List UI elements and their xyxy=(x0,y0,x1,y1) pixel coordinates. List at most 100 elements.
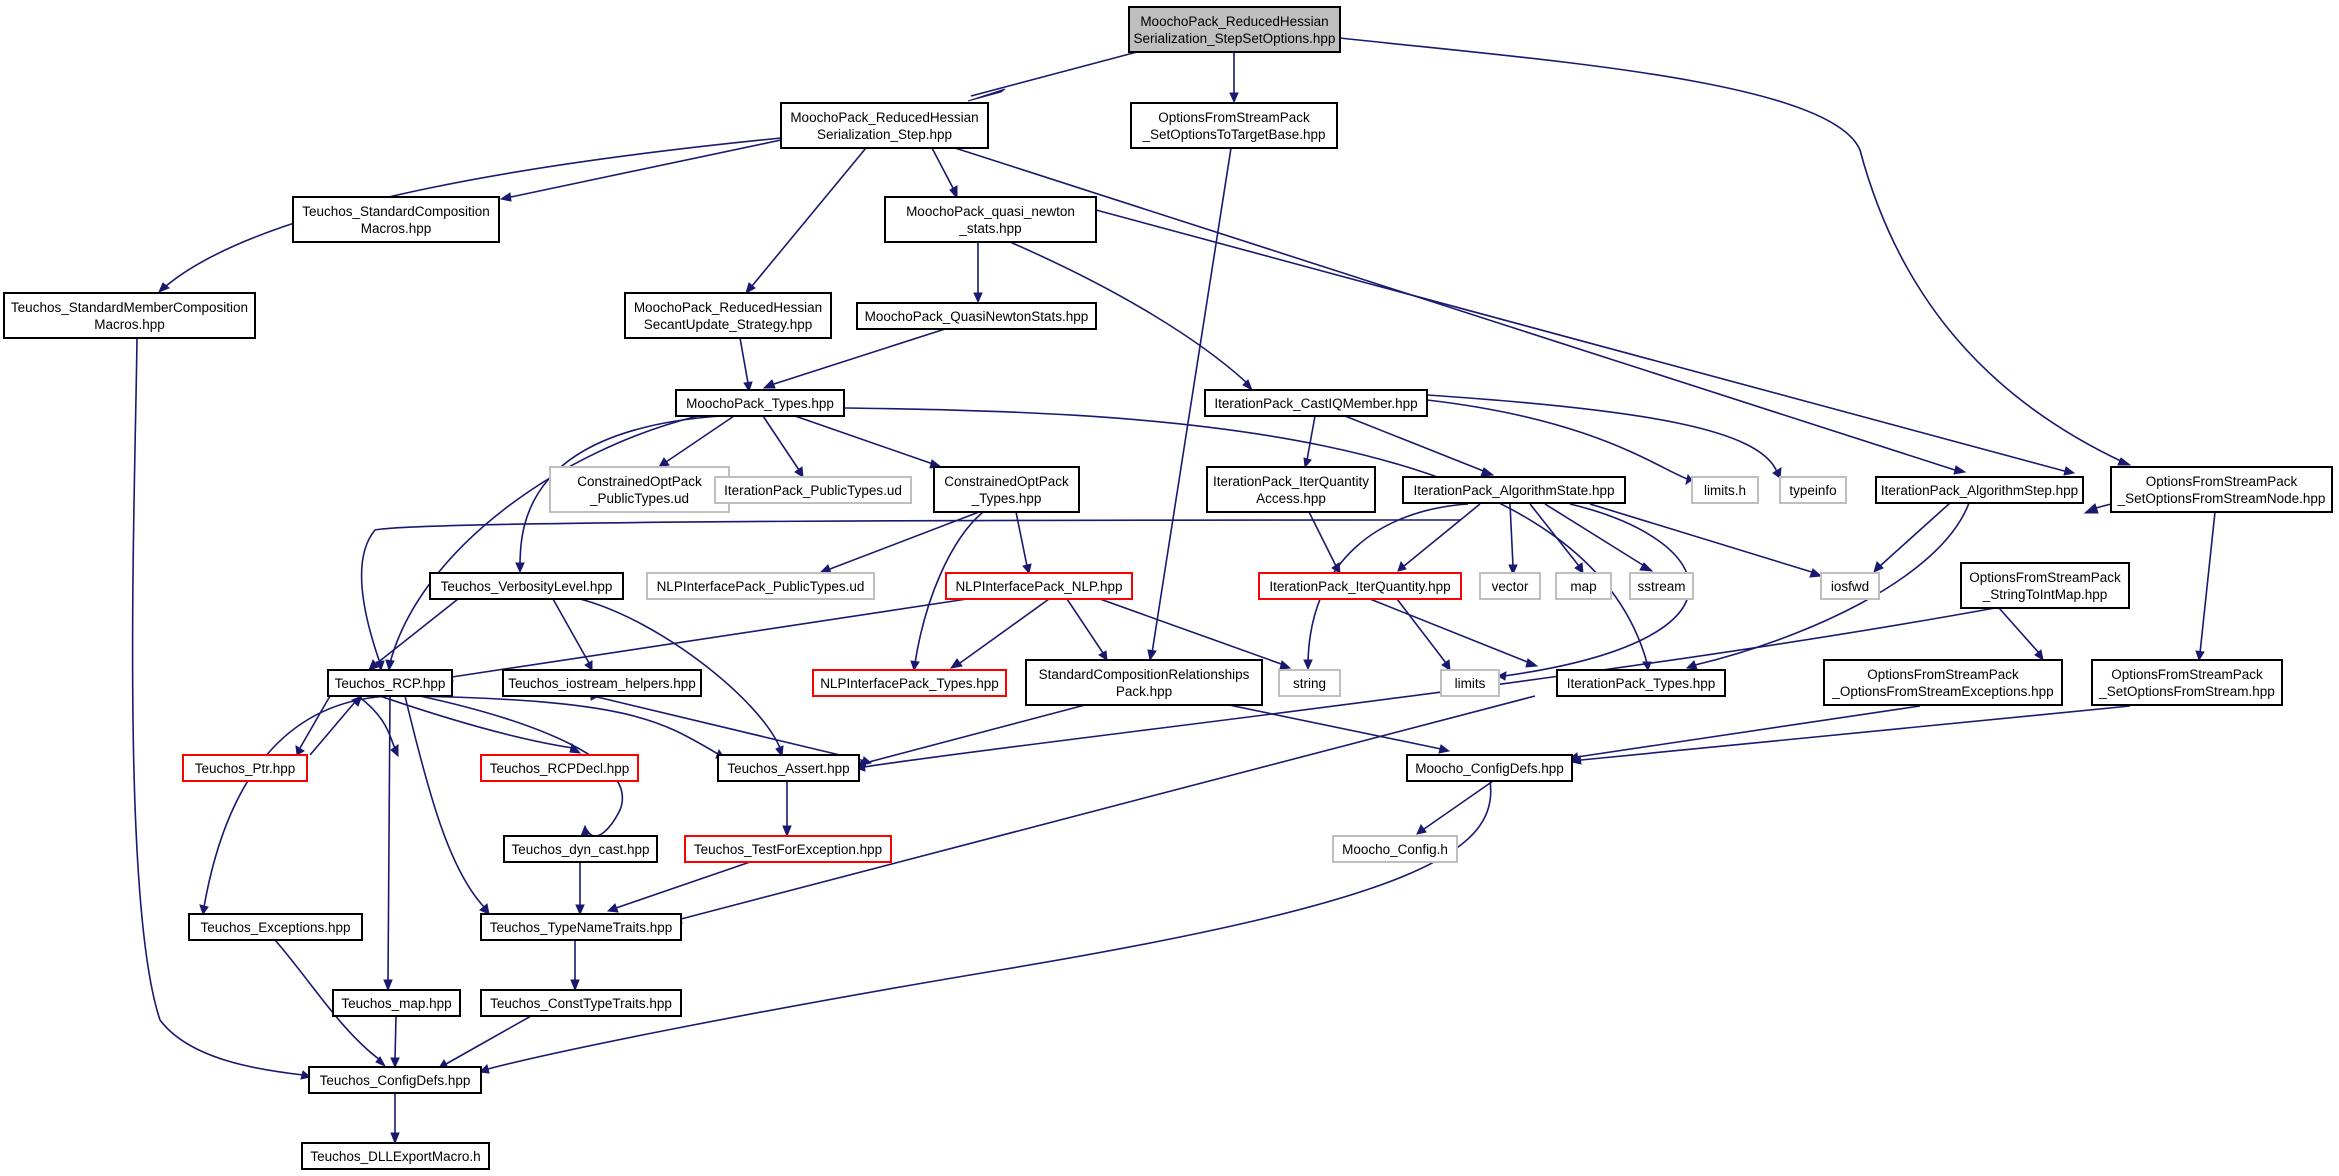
file-node-moocho-config[interactable]: Moocho_Config.h xyxy=(1332,835,1458,863)
dependency-edge xyxy=(404,695,490,915)
file-node-vector[interactable]: vector xyxy=(1479,572,1541,600)
file-node-rcp-decl[interactable]: Teuchos_RCPDecl.hpp xyxy=(480,754,639,782)
node-label-line: OptionsFromStreamPack xyxy=(1867,667,2019,682)
file-node-typeinfo[interactable]: typeinfo xyxy=(1779,476,1847,504)
file-node-limits[interactable]: limits xyxy=(1440,669,1500,697)
file-node-cop-pub[interactable]: ConstrainedOptPack_PublicTypes.ud xyxy=(549,466,730,513)
edge-line xyxy=(863,607,1996,768)
node-label-line: _stats.hpp xyxy=(958,221,1021,236)
file-node-rcp[interactable]: Teuchos_RCP.hpp xyxy=(327,669,453,697)
node-label-line: Pack.hpp xyxy=(1116,684,1172,699)
file-node-iostream-helpers[interactable]: Teuchos_iostream_helpers.hpp xyxy=(502,669,702,697)
node-box xyxy=(1402,476,1626,504)
file-node-nlp-types[interactable]: NLPInterfacePack_Types.hpp xyxy=(812,669,1007,697)
file-node-root[interactable]: MoochoPack_ReducedHessianSerialization_S… xyxy=(1128,6,1341,53)
edge-line xyxy=(829,511,980,570)
node-box xyxy=(3,292,256,339)
edge-arrowhead xyxy=(575,904,585,916)
edge-line xyxy=(843,407,1648,664)
file-node-configdefs[interactable]: Teuchos_ConfigDefs.hpp xyxy=(308,1066,482,1094)
edge-line xyxy=(357,695,396,749)
file-node-const-type[interactable]: Teuchos_ConstTypeTraits.hpp xyxy=(480,989,682,1017)
dependency-edge xyxy=(515,415,721,574)
file-node-type-name[interactable]: Teuchos_TypeNameTraits.hpp xyxy=(480,913,682,941)
node-label-line: ConstrainedOptPack xyxy=(944,474,1069,489)
file-node-moocho-configdefs[interactable]: Moocho_ConfigDefs.hpp xyxy=(1406,754,1573,782)
edge-arrowhead xyxy=(158,282,170,293)
dependency-edge xyxy=(1228,704,1451,754)
file-node-rhs-step[interactable]: MoochoPack_ReducedHessianSerialization_S… xyxy=(780,102,989,149)
file-node-dyn-cast[interactable]: Teuchos_dyn_cast.hpp xyxy=(503,835,658,863)
node-label-line: IterationPack_AlgorithmStep.hpp xyxy=(1881,483,2078,498)
node-box xyxy=(480,913,682,941)
edge-line xyxy=(1403,503,1481,567)
file-node-nlp[interactable]: NLPInterfacePack_NLP.hpp xyxy=(945,572,1133,600)
edge-line xyxy=(1423,780,1494,830)
file-node-sstream[interactable]: sstream xyxy=(1629,572,1694,600)
edge-arrowhead xyxy=(580,824,590,837)
file-node-assert[interactable]: Teuchos_Assert.hpp xyxy=(717,754,860,782)
file-node-alg-step[interactable]: IterationPack_AlgorithmStep.hpp xyxy=(1875,476,2084,504)
node-box xyxy=(503,835,658,863)
edge-line xyxy=(1580,705,2131,761)
edge-line xyxy=(309,701,356,756)
file-node-string[interactable]: string xyxy=(1278,669,1341,697)
edge-line xyxy=(165,137,782,287)
file-node-iq-member[interactable]: IterationPack_CastIQMember.hpp xyxy=(1204,389,1428,417)
file-node-ofs-set[interactable]: OptionsFromStreamPack_SetOptionsFromStre… xyxy=(2091,659,2283,706)
dependency-edge xyxy=(1416,780,1494,835)
file-node-teuchos-map[interactable]: Teuchos_map.hpp xyxy=(332,989,461,1017)
file-node-qn-stats-h[interactable]: MoochoPack_quasi_newton_stats.hpp xyxy=(884,196,1097,243)
file-node-alg-state[interactable]: IterationPack_AlgorithmState.hpp xyxy=(1402,476,1626,504)
file-node-string-to-int[interactable]: OptionsFromStreamPack_StringToIntMap.hpp xyxy=(1960,562,2130,609)
edge-line xyxy=(864,704,1086,764)
dependency-edge xyxy=(949,598,1050,669)
dependency-edge xyxy=(295,695,331,756)
file-node-ip-pub[interactable]: IterationPack_PublicTypes.ud xyxy=(714,476,912,504)
edge-arrowhead xyxy=(1438,744,1451,754)
node-label-line: NLPInterfacePack_Types.hpp xyxy=(820,676,999,691)
node-label-line: vector xyxy=(1492,579,1529,594)
dependency-edge xyxy=(309,695,363,756)
file-node-iter-quantity[interactable]: IterationPack_IterQuantity.hpp xyxy=(1258,572,1462,600)
edge-line xyxy=(739,337,749,384)
file-node-dll[interactable]: Teuchos_DLLExportMacro.h xyxy=(301,1142,490,1170)
dependency-edge xyxy=(1508,503,1518,576)
file-node-test-for-exc[interactable]: Teuchos_TestForException.hpp xyxy=(684,835,892,863)
edge-line xyxy=(579,598,781,749)
file-node-ofs-exceptions[interactable]: OptionsFromStreamPack_OptionsFromStreamE… xyxy=(1823,659,2063,706)
file-node-rh-secant[interactable]: MoochoPack_ReducedHessianSecantUpdate_St… xyxy=(624,292,832,339)
file-node-exceptions[interactable]: Teuchos_Exceptions.hpp xyxy=(188,913,363,941)
file-node-ip-types[interactable]: IterationPack_Types.hpp xyxy=(1556,669,1726,697)
file-node-mp-types[interactable]: MoochoPack_Types.hpp xyxy=(675,389,845,417)
file-node-verbosity[interactable]: Teuchos_VerbosityLevel.hpp xyxy=(429,572,624,600)
node-box xyxy=(1875,476,2084,504)
file-node-cop-types[interactable]: ConstrainedOptPack_Types.hpp xyxy=(933,466,1080,513)
file-node-limits-h[interactable]: limits.h xyxy=(1691,476,1759,504)
file-node-std-member[interactable]: Teuchos_StandardMemberCompositionMacros.… xyxy=(3,292,256,339)
file-node-nlp-pub[interactable]: NLPInterfacePack_PublicTypes.ud xyxy=(646,572,875,600)
edge-arrowhead xyxy=(300,1070,312,1080)
node-label-line: Teuchos_StandardMemberComposition xyxy=(11,300,248,315)
node-label-line: Teuchos_map.hpp xyxy=(341,996,451,1011)
edge-line xyxy=(1998,607,2040,654)
edge-line xyxy=(1066,598,1104,654)
file-node-ofs-node[interactable]: OptionsFromStreamPack_SetOptionsFromStre… xyxy=(2110,466,2333,513)
file-node-map[interactable]: map xyxy=(1555,572,1612,600)
node-box xyxy=(884,196,1097,243)
file-node-ptr[interactable]: Teuchos_Ptr.hpp xyxy=(182,754,308,782)
file-node-ofs-target[interactable]: OptionsFromStreamPack_SetOptionsToTarget… xyxy=(1130,102,1338,149)
node-label-line: Teuchos_StandardComposition xyxy=(302,204,490,219)
node-label-line: Teuchos_ConfigDefs.hpp xyxy=(320,1073,471,1088)
edge-arrowhead xyxy=(949,658,963,669)
node-box xyxy=(332,989,461,1017)
edge-arrowhead xyxy=(1229,92,1239,104)
edge-line xyxy=(387,695,391,984)
file-node-qn-stats[interactable]: MoochoPack_QuasiNewtonStats.hpp xyxy=(856,302,1097,330)
node-label-line: Teuchos_ConstTypeTraits.hpp xyxy=(490,996,672,1011)
file-node-iosfwd[interactable]: iosfwd xyxy=(1820,572,1880,600)
dependency-edge xyxy=(1147,147,1232,662)
